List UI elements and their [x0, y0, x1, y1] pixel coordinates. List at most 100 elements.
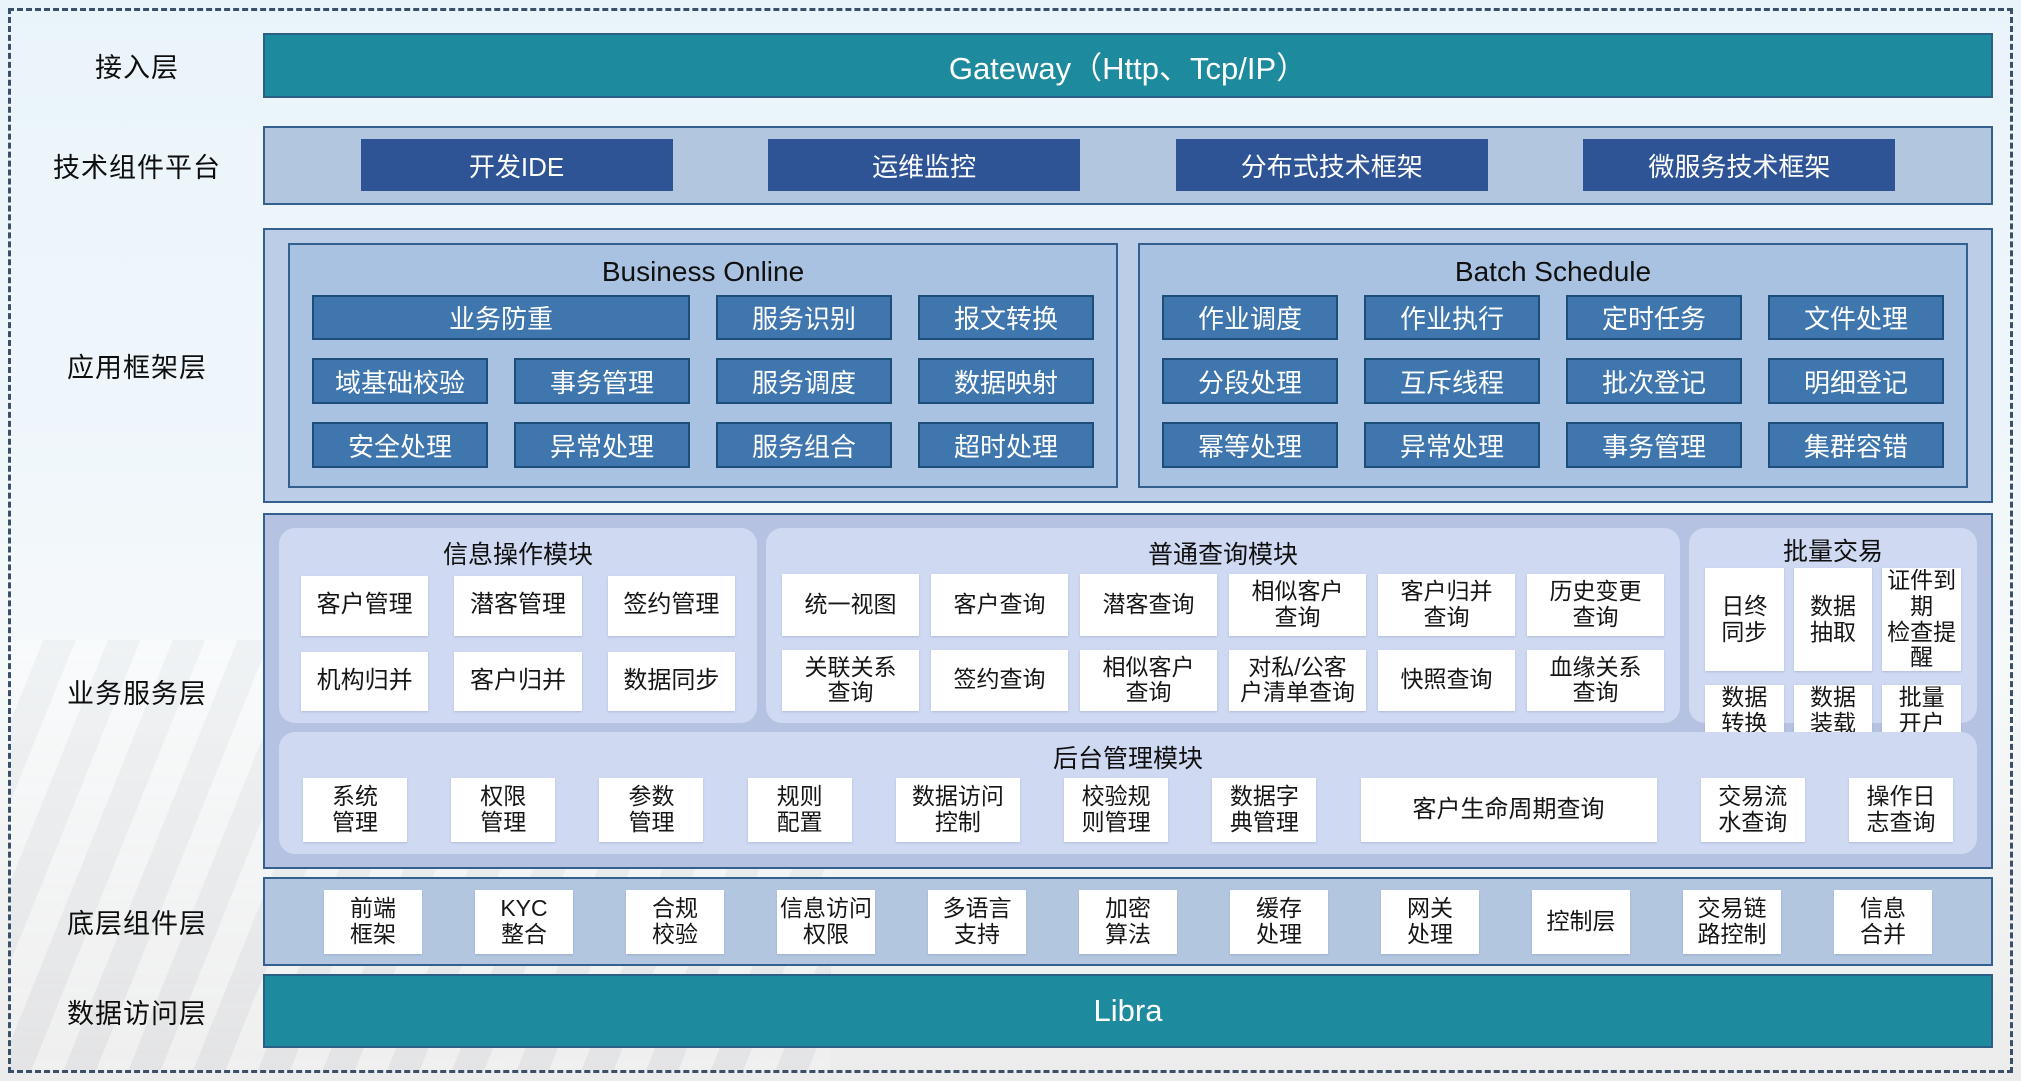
batch-schedule-title: Batch Schedule — [1454, 255, 1652, 287]
tech-item: 分布式技术框架 — [1175, 139, 1488, 192]
framework-item: 互斥线程 — [1364, 358, 1540, 405]
app-framework-box: Business Online 业务防重 服务识别 报文转换 域基础校验 事务管… — [263, 227, 1993, 504]
gateway-bar: Gateway（Http、Tcp/IP） — [263, 33, 1993, 98]
framework-item: 服务组合 — [716, 422, 892, 469]
service-item: 客户生命周期查询 — [1360, 778, 1657, 843]
business-online-grid: 业务防重 服务识别 报文转换 域基础校验 事务管理 服务调度 数据映射 安全处理… — [312, 294, 1094, 469]
info-operation-grid: 客户管理 潜客管理 签约管理 机构归并 客户归并 数据同步 — [295, 574, 741, 712]
tech-platform-box: 开发IDE 运维监控 分布式技术框架 微服务技术框架 — [263, 125, 1993, 205]
tech-item: 微服务技术框架 — [1583, 139, 1896, 192]
service-item: 规则 配置 — [747, 778, 852, 843]
framework-item: 服务调度 — [716, 358, 892, 405]
service-item: 操作日 志查询 — [1848, 778, 1953, 843]
batch-trade-title: 批量交易 — [1782, 538, 1883, 567]
service-item: 数据 转换 — [1705, 684, 1784, 737]
service-item: 证件到期 检查提醒 — [1882, 567, 1961, 672]
service-item: 潜客管理 — [454, 576, 582, 636]
service-item: 签约查询 — [931, 649, 1068, 712]
base-item: 交易链 路控制 — [1683, 889, 1781, 954]
service-item: 血缘关系 查询 — [1527, 649, 1664, 712]
base-components-row: 底层组件层 前端 框架 KYC 整合 合规 校验 信息访问 权限 多语言 支持 … — [11, 877, 2010, 967]
framework-item: 作业调度 — [1162, 294, 1338, 341]
business-online-panel: Business Online 业务防重 服务识别 报文转换 域基础校验 事务管… — [288, 242, 1118, 489]
framework-item: 文件处理 — [1768, 294, 1944, 341]
base-components-box: 前端 框架 KYC 整合 合规 校验 信息访问 权限 多语言 支持 加密 算法 … — [263, 877, 1993, 967]
service-item: 相似客户 查询 — [1080, 649, 1217, 712]
base-item: 信息 合并 — [1834, 889, 1932, 954]
service-item: 客户归并 — [454, 651, 582, 712]
base-components-label: 底层组件层 — [67, 909, 207, 940]
access-layer-row: 接入层 Gateway（Http、Tcp/IP） — [11, 33, 2010, 98]
service-item: 客户查询 — [931, 574, 1068, 636]
framework-item: 定时任务 — [1566, 294, 1742, 341]
base-item: 多语言 支持 — [928, 889, 1026, 954]
base-item: KYC 整合 — [475, 889, 573, 954]
service-item: 历史变更 查询 — [1527, 574, 1664, 636]
backend-admin-module: 后台管理模块 系统 管理 权限 管理 参数 管理 规则 配置 数据访问 控制 校… — [279, 732, 1977, 855]
service-item: 参数 管理 — [599, 778, 704, 843]
business-online-title: Business Online — [601, 255, 805, 287]
framework-item: 超时处理 — [918, 422, 1094, 469]
info-operation-module: 信息操作模块 客户管理 潜客管理 签约管理 机构归并 客户归并 数据同步 — [279, 528, 757, 724]
info-operation-title: 信息操作模块 — [442, 541, 593, 570]
service-item: 对私/公客 户清单查询 — [1229, 649, 1366, 712]
framework-item: 业务防重 — [312, 294, 690, 341]
framework-item: 作业执行 — [1364, 294, 1540, 341]
base-item: 信息访问 权限 — [777, 889, 875, 954]
service-item: 数据访问 控制 — [895, 778, 1020, 843]
data-access-row: 数据访问层 Libra — [11, 974, 2010, 1048]
common-query-title: 普通查询模块 — [1147, 541, 1298, 570]
service-item: 权限 管理 — [451, 778, 556, 843]
app-framework-row: 应用框架层 Business Online 业务防重 服务识别 报文转换 域基础… — [11, 227, 2010, 504]
service-item: 客户管理 — [301, 576, 429, 636]
access-layer-label: 接入层 — [95, 52, 179, 83]
service-item: 系统 管理 — [303, 778, 407, 843]
service-item: 签约管理 — [607, 576, 735, 636]
framework-item: 幂等处理 — [1162, 422, 1338, 469]
base-item: 控制层 — [1532, 889, 1630, 954]
service-item: 统一视图 — [782, 574, 919, 636]
framework-item: 批次登记 — [1566, 358, 1742, 405]
service-item: 相似客户 查询 — [1229, 574, 1366, 636]
batch-schedule-panel: Batch Schedule 作业调度 作业执行 定时任务 文件处理 分段处理 … — [1138, 242, 1968, 489]
base-item: 前端 框架 — [324, 889, 422, 954]
service-item: 数据 装载 — [1793, 684, 1873, 737]
tech-item: 运维监控 — [768, 139, 1081, 192]
framework-item: 异常处理 — [1364, 422, 1540, 469]
base-item: 网关 处理 — [1381, 889, 1479, 954]
architecture-diagram: 接入层 Gateway（Http、Tcp/IP） 技术组件平台 开发IDE 运维… — [11, 11, 2010, 1048]
framework-item: 数据映射 — [918, 358, 1094, 405]
framework-item: 集群容错 — [1768, 422, 1944, 469]
base-item: 合规 校验 — [626, 889, 724, 954]
service-item: 校验规 则管理 — [1064, 778, 1169, 843]
service-item: 数据字 典管理 — [1212, 778, 1317, 843]
data-access-label: 数据访问层 — [67, 998, 207, 1029]
service-item: 交易流 水查询 — [1700, 778, 1805, 843]
business-service-row: 业务服务层 信息操作模块 客户管理 潜客管理 签约管理 机构归并 客户归并 数据… — [11, 513, 2010, 870]
batch-trade-module: 批量交易 日终 同步 数据 抽取 证件到期 检查提醒 数据 转换 数据 装载 批… — [1689, 528, 1977, 737]
diagram-frame: 接入层 Gateway（Http、Tcp/IP） 技术组件平台 开发IDE 运维… — [8, 8, 2013, 1073]
service-item: 数据 抽取 — [1793, 568, 1873, 672]
service-item: 潜客查询 — [1080, 574, 1217, 636]
libra-bar: Libra — [263, 974, 1993, 1048]
framework-item: 事务管理 — [1566, 422, 1742, 469]
business-service-label: 业务服务层 — [67, 678, 207, 709]
batch-trade-grid: 日终 同步 数据 抽取 证件到期 检查提醒 数据 转换 数据 装载 批量 开户 — [1705, 567, 1961, 737]
framework-item: 报文转换 — [918, 294, 1094, 341]
service-item: 批量 开户 — [1882, 684, 1961, 737]
service-item: 客户归并 查询 — [1378, 574, 1515, 636]
service-modules-row: 信息操作模块 客户管理 潜客管理 签约管理 机构归并 客户归并 数据同步 普通查… — [279, 528, 1977, 737]
app-framework-label: 应用框架层 — [67, 352, 207, 383]
framework-item: 事务管理 — [514, 358, 690, 405]
service-item: 关联关系 查询 — [782, 649, 919, 712]
service-item: 机构归并 — [301, 651, 429, 712]
batch-schedule-grid: 作业调度 作业执行 定时任务 文件处理 分段处理 互斥线程 批次登记 明细登记 … — [1162, 294, 1944, 469]
backend-admin-title: 后台管理模块 — [1052, 745, 1203, 774]
framework-item: 明细登记 — [1768, 358, 1944, 405]
framework-item: 异常处理 — [514, 422, 690, 469]
base-item: 缓存 处理 — [1230, 889, 1328, 954]
framework-item: 分段处理 — [1162, 358, 1338, 405]
tech-platform-label: 技术组件平台 — [53, 152, 221, 183]
tech-item: 开发IDE — [360, 139, 673, 192]
tech-platform-row: 技术组件平台 开发IDE 运维监控 分布式技术框架 微服务技术框架 — [11, 125, 2010, 205]
